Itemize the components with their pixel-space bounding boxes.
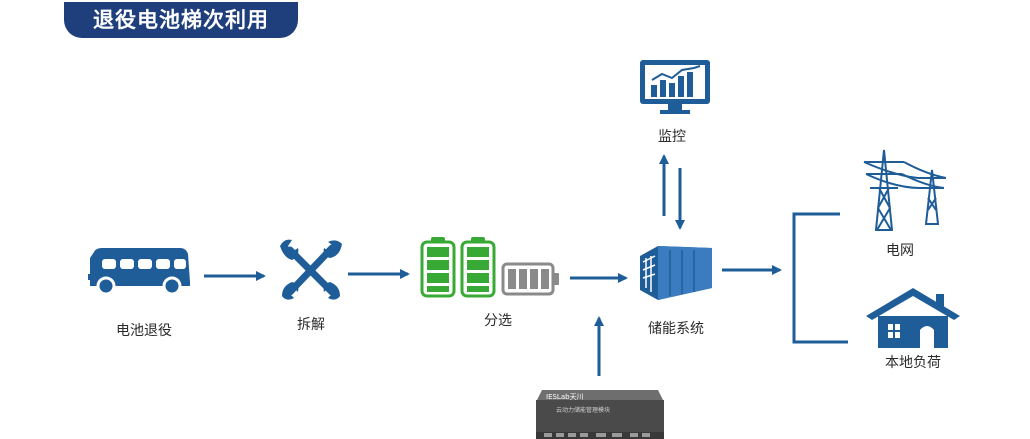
branch-connector [792, 212, 848, 344]
page-title: 退役电池梯次利用 [64, 2, 298, 38]
node-label-disassemble: 拆解 [297, 317, 325, 333]
node-label-grid: 电网 [886, 243, 914, 259]
node-label-sort: 分选 [484, 313, 512, 329]
power-tower-icon [863, 149, 947, 231]
gray-battery-icon [501, 262, 559, 296]
node-label-load: 本地负荷 [885, 355, 941, 371]
device-brand: IESLab天川 [546, 393, 584, 401]
house-icon [866, 288, 960, 348]
management-device-image: IESLab天川 云动力储能管理模块 [536, 390, 664, 439]
node-label-retire: 电池退役 [116, 323, 172, 339]
node-label-storage: 储能系统 [648, 321, 704, 337]
green-battery-icon [420, 237, 456, 298]
monitor-chart-icon [640, 60, 710, 114]
node-label-monitor: 监控 [658, 129, 686, 145]
device-caption: 云动力储能管理模块 [556, 406, 610, 414]
green-battery-icon [460, 237, 496, 298]
wrench-icon [280, 239, 342, 300]
bus-icon [88, 248, 190, 296]
storage-container-icon [640, 246, 712, 300]
